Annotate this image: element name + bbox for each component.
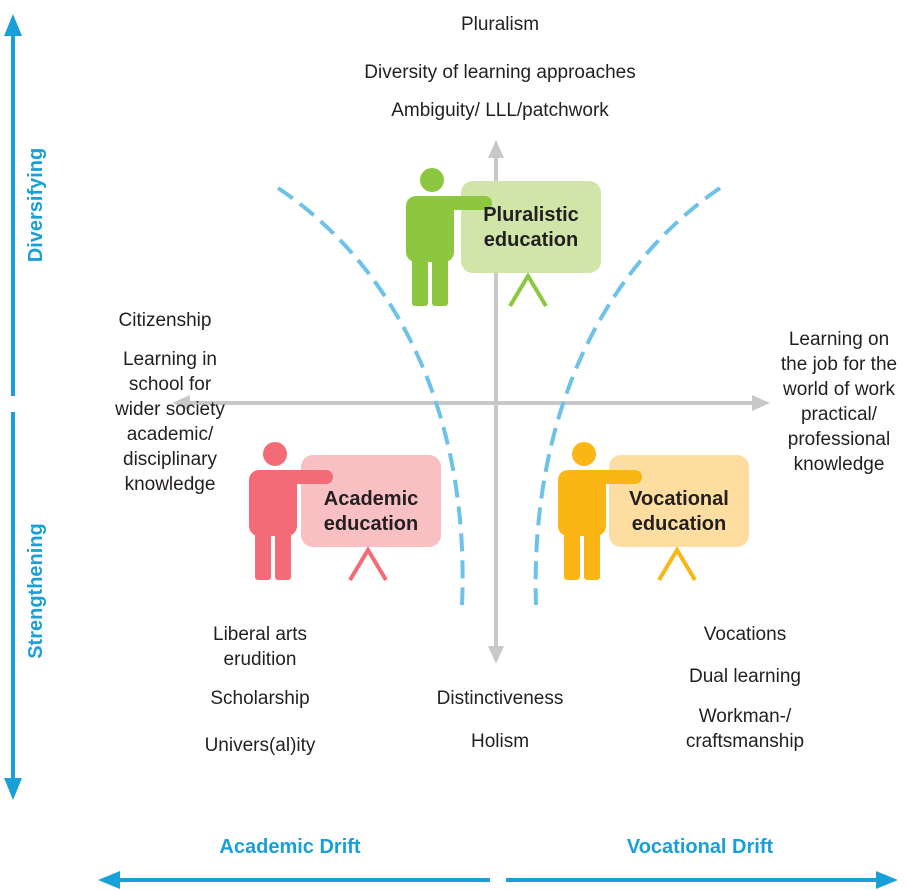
side-axis-label-diversifying: Diversifying <box>25 147 47 263</box>
left-label-line: Learning in <box>122 349 218 370</box>
bottom-right-label-dual-learning: Dual learning <box>689 666 801 687</box>
vocational-board <box>609 455 749 547</box>
left-label-line: knowledge <box>124 474 216 495</box>
vocational-board-group <box>558 442 749 582</box>
bottom-right-line: Workman-/ <box>698 706 792 727</box>
bottom-center-label-distinctiveness: Distinctiveness <box>436 688 564 709</box>
bottom-left-label-universality: Univers(al)ity <box>204 735 316 756</box>
left-label-line: wider society <box>115 399 225 420</box>
board-label-line: education <box>483 229 579 251</box>
pluralistic-education-label: Pluralistic education <box>461 203 601 253</box>
side-axis-label-strengthening: Strengthening <box>25 523 47 659</box>
left-label-learning-school: Learning in school for wider society aca… <box>100 347 240 497</box>
pluralistic-teacher-figure <box>406 168 492 306</box>
bottom-center-label-holism: Holism <box>470 731 530 752</box>
bottom-axis-left-arrowhead <box>98 871 120 889</box>
right-label-line: knowledge <box>793 454 885 475</box>
bottom-left-line: Liberal arts <box>213 624 307 645</box>
boundary-curves <box>276 186 722 606</box>
left-label-line: academic/ <box>126 424 214 445</box>
vertical-axis-top-arrowhead <box>488 140 504 158</box>
bottom-left-label-liberal-arts: Liberal arts erudition <box>190 622 330 672</box>
bottom-left-line: erudition <box>223 649 297 670</box>
right-label-line: professional <box>787 429 891 450</box>
bottom-axis-right-arrowhead <box>876 871 898 889</box>
left-label-line: disciplinary <box>123 449 217 470</box>
right-label-line: the job for the <box>780 354 898 375</box>
board-label-line: education <box>631 513 727 535</box>
academic-education-label: Academic education <box>301 487 441 537</box>
top-label-ambiguity: Ambiguity/ LLL/patchwork <box>391 100 609 121</box>
pluralistic-board-group <box>406 168 601 308</box>
bottom-axis-label-academic-drift: Academic Drift <box>219 836 361 858</box>
bottom-axis-label-vocational-drift: Vocational Drift <box>626 836 774 858</box>
right-label-line: world of work <box>783 379 895 400</box>
side-axis-arrow <box>4 14 22 800</box>
top-label-pluralism: Pluralism <box>460 14 540 35</box>
pluralistic-board <box>461 181 601 273</box>
academic-board <box>301 455 441 547</box>
top-label-diversity: Diversity of learning approaches <box>364 62 636 83</box>
horizontal-axis-right-arrowhead <box>752 395 770 411</box>
side-axis-bottom-arrowhead <box>4 778 22 800</box>
bottom-axis-arrow <box>98 871 898 889</box>
board-label-line: education <box>323 513 419 535</box>
vocational-teacher-figure <box>558 442 642 580</box>
board-label-line: Academic <box>323 488 419 510</box>
right-label-line: practical/ <box>800 404 878 425</box>
left-label-citizenship: Citizenship <box>118 310 212 331</box>
board-label-line: Pluralistic <box>483 204 579 226</box>
bottom-right-label-craftsmanship: Workman-/ craftsmanship <box>670 704 820 754</box>
horizontal-axis-left-arrowhead <box>172 395 190 411</box>
academic-teacher-figure <box>249 442 333 580</box>
academic-board-easel <box>348 546 388 582</box>
side-axis-top-arrowhead <box>4 14 22 36</box>
right-label-learning-job: Learning on the job for the world of wor… <box>770 327 908 477</box>
bottom-left-label-scholarship: Scholarship <box>210 688 310 709</box>
left-boundary-curve <box>276 186 465 606</box>
academic-board-group <box>249 442 441 582</box>
vertical-axis-bottom-arrowhead <box>488 646 504 664</box>
board-label-line: Vocational <box>629 488 729 510</box>
vocational-board-easel <box>657 546 697 582</box>
bottom-right-label-vocations: Vocations <box>703 624 787 645</box>
right-label-line: Learning on <box>788 329 890 350</box>
pluralistic-board-easel <box>508 272 548 308</box>
right-boundary-curve <box>533 186 722 606</box>
bottom-right-line: craftsmanship <box>685 731 805 752</box>
left-label-line: school for <box>128 374 212 395</box>
vocational-education-label: Vocational education <box>609 487 749 537</box>
